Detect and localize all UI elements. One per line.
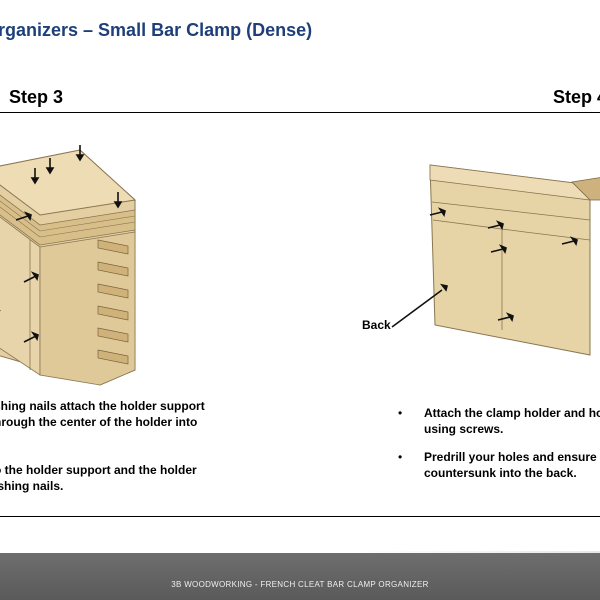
list-item: • Predrill your holes and ensure th coun…	[398, 449, 600, 481]
footer-band	[0, 553, 600, 600]
step-3-instruction-2-line-1: o the holder support and the holder	[0, 463, 197, 477]
step-3-instruction-2-line-2: ishing nails.	[0, 479, 64, 493]
step-3-heading: Step 3	[9, 87, 64, 107]
step-3-instruction-1: shing nails attach the holder support hr…	[0, 398, 234, 430]
step-3-instruction-1-line-2: hrough the center of the holder into	[0, 415, 198, 429]
step-4-illustration	[391, 164, 600, 356]
step-4-instruction-2-line-2: countersunk into the back.	[424, 466, 577, 480]
bottom-divider	[0, 516, 600, 517]
step-3-illustration	[0, 145, 137, 386]
step-4-instruction-1-line-1: Attach the clamp holder and hold	[424, 406, 600, 420]
bullet-glyph: •	[398, 450, 403, 464]
step-3-instruction-2: o the holder support and the holder ishi…	[0, 462, 234, 494]
list-item: • Attach the clamp holder and hold using…	[398, 405, 600, 437]
top-divider	[0, 112, 600, 113]
step-4-instructions: • Attach the clamp holder and hold using…	[398, 405, 600, 493]
step-4-instruction-1-line-2: using screws.	[424, 422, 504, 436]
step-4-heading: Step 4	[553, 87, 600, 107]
page-title: rganizers – Small Bar Clamp (Dense)	[0, 20, 313, 40]
step-3-instruction-1-line-1: shing nails attach the holder support	[0, 399, 205, 413]
footer-text: 3B WOODWORKING - FRENCH CLEAT BAR CLAMP …	[171, 580, 429, 589]
bullet-glyph: •	[398, 406, 403, 420]
step-4-instruction-2-line-1: Predrill your holes and ensure th	[424, 450, 600, 464]
back-callout: Back	[362, 318, 391, 332]
